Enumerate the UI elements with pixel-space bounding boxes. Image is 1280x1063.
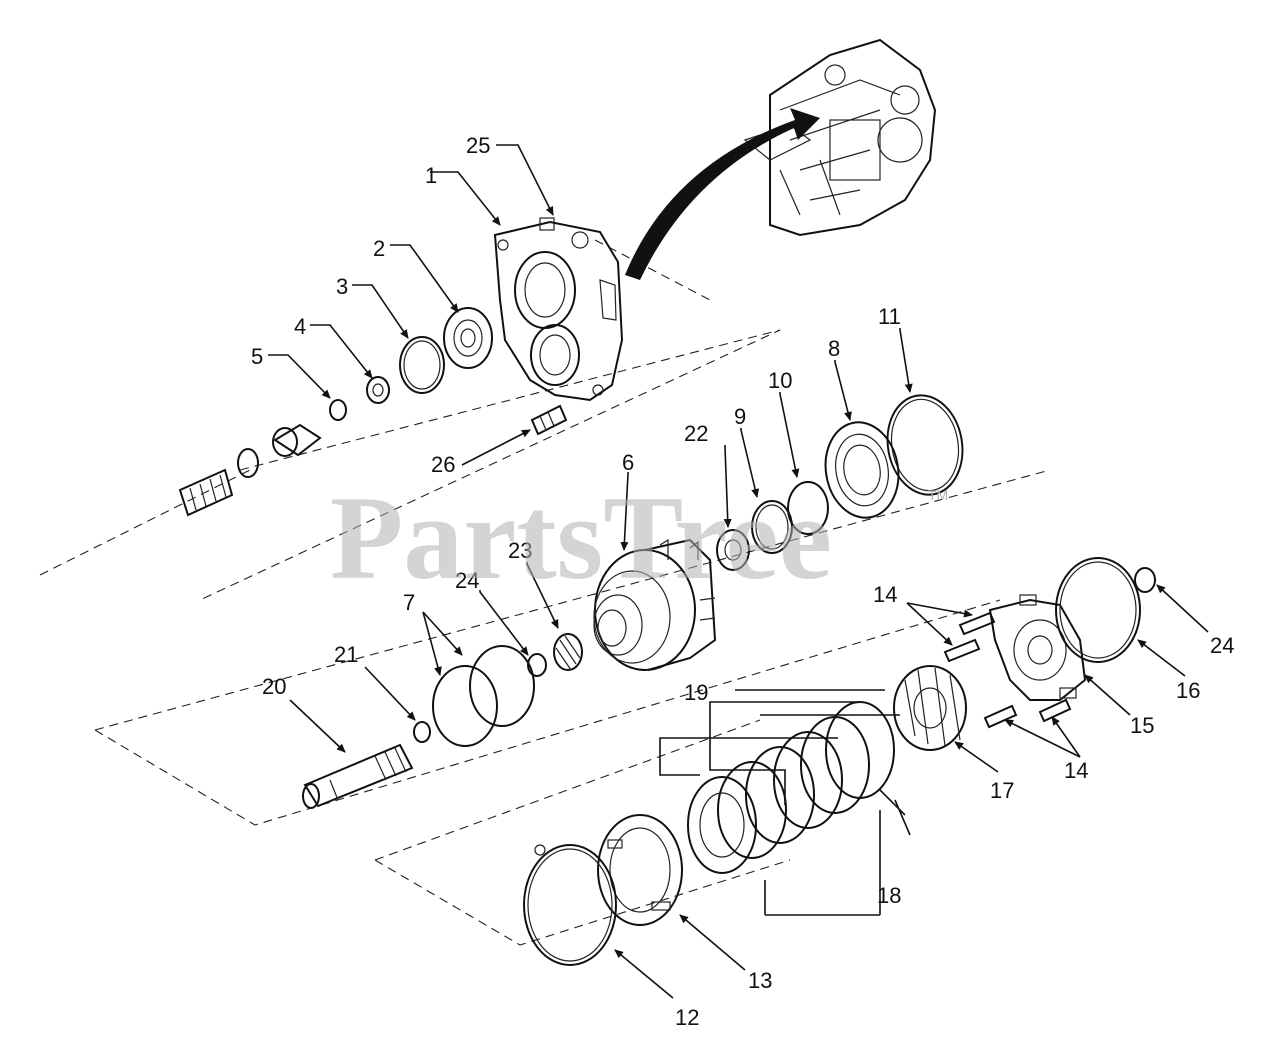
part-3-ring (399, 336, 445, 394)
part-22-bearing (716, 529, 750, 571)
callout-14-bottom: 14 (1064, 758, 1088, 783)
callout-12: 12 (675, 1005, 699, 1030)
callout-11: 11 (878, 304, 901, 329)
input-shaft-assembly (178, 423, 322, 517)
part-13-backing-plate (597, 814, 683, 926)
callout-24-left: 24 (455, 568, 479, 593)
part-23-needle-bearing (553, 633, 583, 671)
callout-8: 8 (828, 336, 840, 361)
part-24-washer-left (527, 653, 547, 677)
part-8-bearing (824, 421, 900, 519)
part-21-washer (413, 721, 431, 743)
watermark-trademark: TM (928, 487, 948, 503)
part-16-snap-ring (1055, 557, 1141, 663)
callout-21: 21 (334, 642, 358, 667)
callout-19: 19 (684, 680, 708, 705)
callout-23: 23 (508, 538, 532, 563)
part-17-clutch-hub (893, 665, 967, 751)
callout-1: 1 (425, 163, 437, 188)
part-20-output-shaft (302, 743, 414, 809)
part-26-fitting (530, 404, 568, 436)
part-10-ring (787, 481, 829, 535)
callout-5: 5 (251, 344, 263, 369)
part-15-pressure-plate (988, 594, 1087, 701)
callout-24-right: 24 (1210, 633, 1234, 658)
watermark-logo: PartsTree (330, 471, 832, 604)
callout-20: 20 (262, 674, 286, 699)
callout-10: 10 (768, 368, 792, 393)
callout-labels: 1 2 3 4 5 6 7 8 9 10 11 12 13 14 14 15 1… (251, 133, 1234, 1030)
part-12-snap-ring (523, 844, 617, 966)
callout-leader-lines (268, 144, 1209, 999)
part-5-clip (329, 399, 347, 421)
callout-2: 2 (373, 236, 385, 261)
callout-18: 18 (877, 883, 901, 908)
callout-7: 7 (403, 590, 415, 615)
part-2-bearing (443, 307, 493, 369)
callout-6: 6 (622, 450, 634, 475)
part-4-washer (366, 376, 390, 404)
callout-26: 26 (431, 452, 455, 477)
part-6-clutch-drum (593, 538, 717, 671)
part-11-ring (886, 394, 964, 496)
location-pointer-arrow (625, 108, 820, 280)
part-14-bolts (943, 611, 1072, 729)
part-9-ring (751, 500, 793, 554)
part-18-19-clutch-disc-pack (687, 701, 895, 874)
callout-16: 16 (1176, 678, 1200, 703)
callout-15: 15 (1130, 713, 1154, 738)
callout-17: 17 (990, 778, 1014, 803)
callout-13: 13 (748, 968, 772, 993)
partstree-watermark: PartsTree TM (330, 471, 948, 604)
callout-14-top: 14 (873, 582, 897, 607)
callout-25: 25 (466, 133, 490, 158)
callout-22: 22 (684, 421, 708, 446)
part-1-housing (493, 217, 624, 402)
callout-9: 9 (734, 404, 746, 429)
callout-3: 3 (336, 274, 348, 299)
part-7-rings (432, 645, 535, 747)
assembly-axis-lines (39, 239, 1051, 946)
part-24-washer-right (1134, 567, 1156, 593)
callout-4: 4 (294, 314, 306, 339)
